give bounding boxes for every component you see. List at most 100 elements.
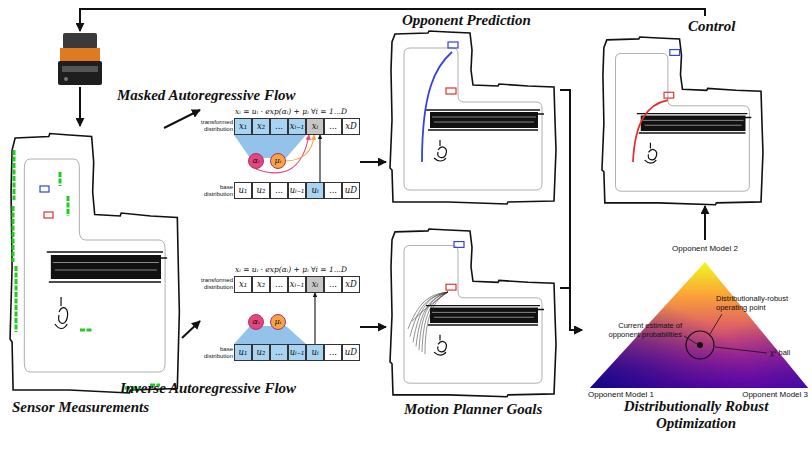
cell-symbol: xᵢ: [312, 122, 319, 131]
prediction-map: [390, 31, 556, 204]
panel-frame: Sensor Measurements: [6, 128, 182, 420]
lidar-sensor: [58, 61, 102, 85]
cell-symbol: ...: [329, 186, 337, 195]
sensor-map: [13, 150, 160, 388]
cell-symbol: μᵢ: [275, 157, 282, 165]
flow-cell: ...: [324, 182, 342, 199]
sensor-map: [44, 212, 53, 218]
cell-symbol: ...: [329, 122, 337, 131]
probability-simplex: [697, 342, 703, 348]
lidar-sensor: [63, 33, 97, 49]
flow-cell: xᵢ: [306, 118, 324, 135]
planner-map: [408, 242, 464, 355]
flow-cell: u₁: [234, 344, 252, 361]
panel-title: Distributionally Robust Optimization: [582, 398, 810, 432]
cell-symbol: x₁: [239, 122, 247, 131]
annotation-label: χ² ball: [770, 348, 808, 357]
control-map: [602, 37, 763, 205]
annotation-label: base distribution: [196, 346, 233, 360]
annotation-label: transformed distribution: [196, 277, 233, 291]
flow-cell: uD: [342, 182, 360, 199]
panel-title: Masked Autoregressive Flow: [117, 87, 296, 104]
panel-frame: Opponent Prediction: [386, 12, 560, 206]
planner-map: [425, 292, 448, 354]
flow-cell: ...: [324, 276, 342, 293]
flow-arrow: [360, 326, 386, 328]
control-map: [670, 50, 680, 56]
flow-arrow: [704, 206, 706, 240]
prediction-map: [446, 88, 456, 94]
control-map: [664, 92, 674, 98]
annotation-label: Opponent Model 1: [588, 390, 668, 400]
autoregressive-fan: [234, 135, 306, 158]
cell-symbol: xᵢ₋₁: [290, 122, 304, 131]
lidar-sensor: [62, 66, 98, 72]
panel-title: Inverse Autoregressive Flow: [120, 380, 296, 397]
flow-cell: u₂: [252, 182, 270, 199]
planner-map: [390, 229, 556, 397]
flow-cell: ...: [324, 344, 342, 361]
flow-arrow: [560, 90, 582, 330]
cell-symbol: x₁: [239, 280, 247, 289]
cell-symbol: ...: [329, 348, 337, 357]
flow-parameter-circle: μᵢ: [270, 314, 286, 330]
cell-symbol: u₂: [257, 348, 266, 357]
cell-symbol: xD: [345, 122, 357, 131]
cell-symbol: x₂: [257, 280, 265, 289]
flow-arrow: [319, 135, 320, 182]
annotation-label: base distribution: [196, 184, 233, 198]
lidar-sensor: [60, 48, 100, 62]
cell-symbol: ...: [275, 186, 283, 195]
cell-symbol: uᵢ: [311, 186, 318, 195]
lidar-sensor: [64, 77, 68, 81]
prediction-map: [448, 42, 458, 48]
annotation-label: Opponent Model 3: [738, 390, 808, 400]
cell-symbol: x₂: [257, 122, 265, 131]
planner-map: [413, 292, 448, 342]
planner-map: [412, 292, 448, 321]
prediction-map: [422, 42, 458, 162]
cell-symbol: uᵢ: [311, 348, 318, 357]
flow-equation: xᵢ = uᵢ · exp(αᵢ) + μᵢ ∀i = 1...D: [222, 107, 360, 116]
flow-arrow: [182, 321, 200, 338]
planner-map: [446, 284, 456, 290]
sensor-map: [40, 186, 49, 192]
planner-map: [422, 292, 448, 352]
annotation-label: Distributionally-robust operating point: [716, 294, 808, 312]
cell-symbol: αᵢ: [252, 157, 259, 165]
cell-symbol: uᵢ₋₁: [290, 348, 305, 356]
flow-arrow: [560, 288, 582, 330]
panel-frame: Motion Planner Goals: [386, 225, 560, 420]
flow-cell: x₂: [252, 276, 270, 293]
lidar-sensor: [58, 33, 102, 85]
flow-cell: x₂: [252, 118, 270, 135]
control-map: [602, 37, 763, 205]
flow-cell: xᵢ₋₁: [288, 276, 306, 293]
flow-arrow: [360, 161, 386, 163]
flow-cell: uᵢ₋₁: [288, 344, 306, 361]
flow-cell: uᵢ: [306, 182, 324, 199]
cell-symbol: xᵢ: [312, 280, 319, 289]
feedback-line: [80, 9, 705, 31]
flow-arrow: [164, 110, 200, 128]
flow-parameter-circle: αᵢ: [248, 314, 264, 330]
flow-cell: ...: [324, 118, 342, 135]
cell-symbol: ...: [275, 122, 283, 131]
flow-cell: xᵢ₋₁: [288, 118, 306, 135]
planner-map: [419, 292, 448, 350]
cell-symbol: u₁: [239, 186, 248, 195]
panel-title: Sensor Measurements: [12, 399, 149, 416]
flow-cell: ...: [270, 118, 288, 135]
annotation-label: transformed distribution: [196, 119, 233, 133]
cell-symbol: uᵢ₋₁: [290, 186, 305, 194]
flow-cell: uᵢ₋₁: [288, 182, 306, 199]
autoregressive-fan: [234, 326, 306, 344]
planner-map: [390, 229, 556, 397]
sensor-map: [10, 134, 179, 394]
probability-simplex: [686, 331, 714, 359]
flow-cell: u₁: [234, 182, 252, 199]
annotation-label: Opponent Model 2: [665, 244, 745, 254]
flow-arrow: [286, 135, 314, 161]
flow-parameter-circle: μᵢ: [270, 153, 286, 169]
